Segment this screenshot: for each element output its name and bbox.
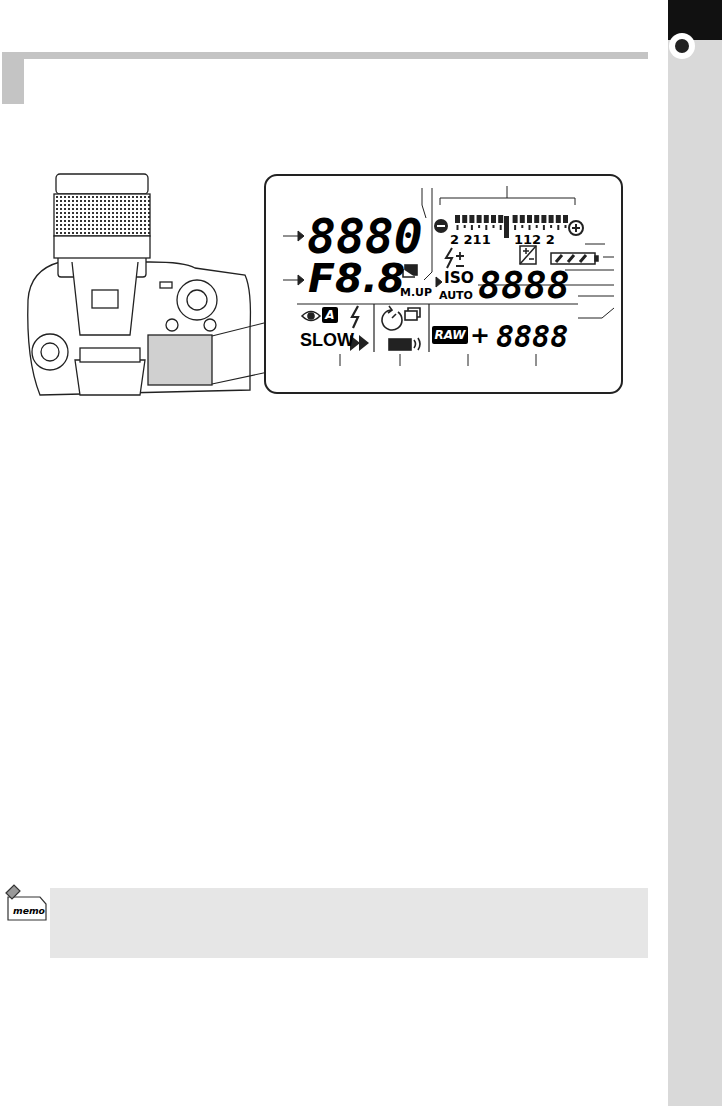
status-icons [446, 246, 598, 268]
header-bar [24, 52, 648, 59]
chapter-dot [675, 39, 689, 53]
scale-segments [455, 215, 568, 230]
iso-label: ISO [444, 271, 474, 286]
zoom-lines [212, 322, 268, 384]
memo-icon [6, 885, 46, 920]
mirror-up-label: M.UP [400, 288, 432, 299]
sidebar-tab [668, 0, 722, 40]
auto-label: AUTO [439, 290, 473, 301]
aperture-digits: F8.8 [308, 259, 405, 299]
box-text: A [325, 309, 334, 321]
scale-numbers: 2 211 [450, 233, 491, 246]
shots-digits: 8888 [496, 322, 568, 352]
panel-dividers [297, 304, 578, 352]
camera-illustration [28, 174, 251, 395]
shutter-digits: 8880 [307, 212, 423, 260]
sidebar [668, 0, 722, 1106]
slow-label: SLOW [300, 331, 354, 349]
chapter-circle [669, 33, 695, 59]
scale-numbers: 112 2 [514, 233, 555, 246]
header-square [2, 52, 24, 104]
memo-box [50, 888, 648, 958]
flash-auto-box: A [322, 307, 338, 323]
memo-label: memo [13, 906, 45, 915]
callout-leaders [283, 186, 614, 366]
iso-digits: 8888 [478, 266, 570, 304]
raw-box: RAW [432, 326, 468, 344]
box-text: RAW [434, 329, 465, 341]
plus-sign: + [470, 324, 490, 348]
lcd-panel [265, 175, 622, 393]
